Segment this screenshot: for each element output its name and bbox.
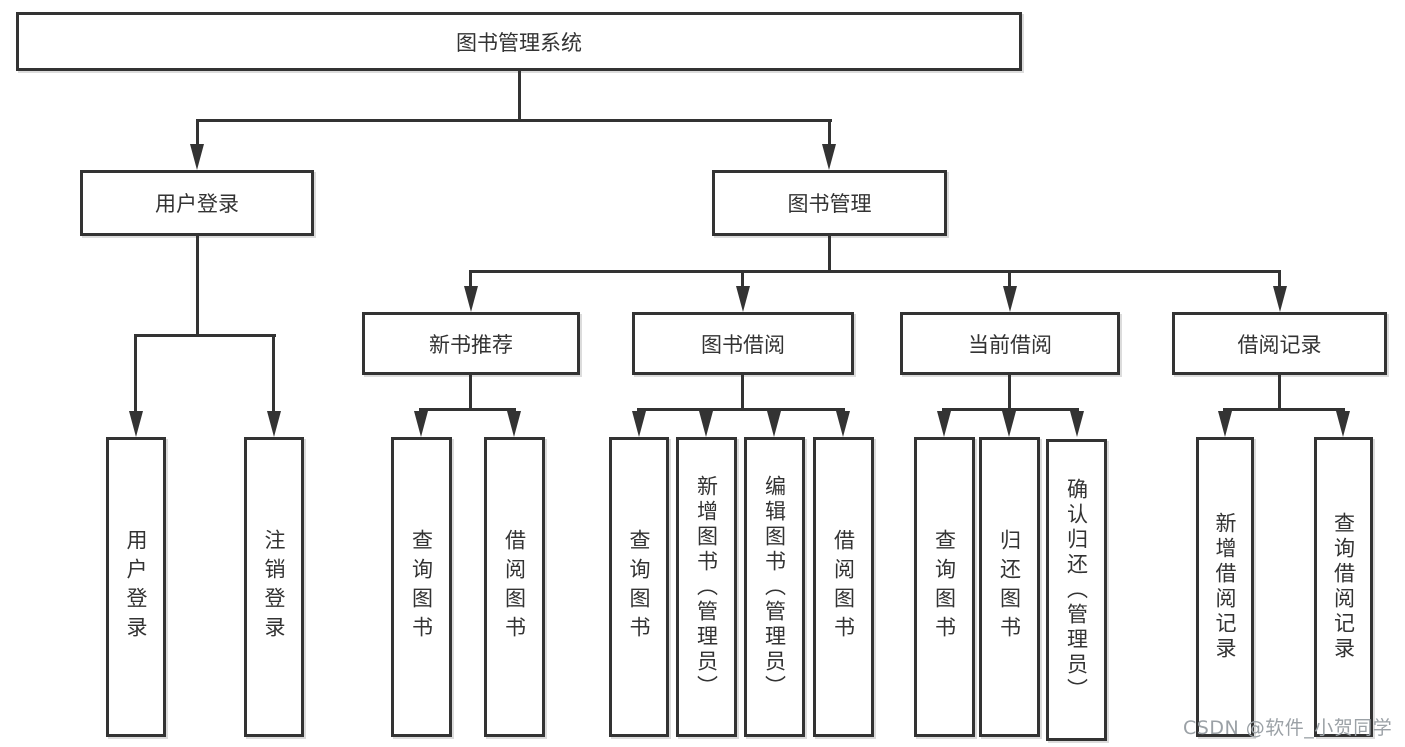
connector-newbook-bar xyxy=(419,408,516,411)
leaf-borrow-book: 借阅图书 xyxy=(813,437,874,737)
connector-drop-borrow-records xyxy=(1278,270,1281,288)
node-library-system: 图书管理系统 xyxy=(16,12,1022,71)
arrowhead-borrow-book-1 xyxy=(507,411,521,437)
leaf-user-login: 用户登录 xyxy=(106,437,166,737)
leaf-borrow-book-recommend: 借阅图书 xyxy=(484,437,545,737)
leaf-query-book-recommend: 查询图书 xyxy=(391,437,452,737)
connector-bookmgmt-stem xyxy=(828,236,831,273)
arrowhead-login-leaf xyxy=(129,411,143,437)
connector-bookborrow-stem xyxy=(741,375,744,411)
connector-newbook-stem xyxy=(469,375,472,411)
arrowhead-book-borrow xyxy=(736,286,750,312)
arrowhead-confirm-return xyxy=(1070,411,1084,437)
connector-userlogin-stem xyxy=(196,236,199,337)
connector-drop-book-borrow xyxy=(741,270,744,288)
leaf-confirm-return-admin: 确认归还（管理员） xyxy=(1046,439,1107,741)
leaf-return-book: 归还图书 xyxy=(979,437,1040,737)
connector-drop-logout-leaf xyxy=(272,334,275,412)
node-book-management: 图书管理 xyxy=(712,170,947,236)
arrowhead-query-book-2 xyxy=(632,411,646,437)
connector-records-stem xyxy=(1278,375,1281,411)
node-user-login: 用户登录 xyxy=(80,170,314,236)
connector-drop-current-borrow xyxy=(1008,270,1011,288)
leaf-query-borrow-record: 查询借阅记录 xyxy=(1314,437,1373,737)
arrowhead-book-mgmt xyxy=(822,144,836,170)
connector-userlogin-bar xyxy=(134,334,276,337)
connector-currentborrow-bar xyxy=(942,408,1079,411)
connector-bookborrow-bar xyxy=(637,408,845,411)
connector-records-bar xyxy=(1223,408,1345,411)
arrowhead-borrow-records xyxy=(1273,286,1287,312)
connector-root-bar xyxy=(196,119,832,122)
arrowhead-query-book-1 xyxy=(414,411,428,437)
connector-currentborrow-stem xyxy=(1008,375,1011,411)
arrowhead-user-login xyxy=(190,144,204,170)
leaf-query-book-current: 查询图书 xyxy=(914,437,975,737)
connector-drop-new-book xyxy=(469,270,472,288)
node-book-borrow: 图书借阅 xyxy=(632,312,854,375)
node-new-book-recommend: 新书推荐 xyxy=(362,312,580,375)
node-current-borrow: 当前借阅 xyxy=(900,312,1120,375)
arrowhead-add-record xyxy=(1218,411,1232,437)
arrowhead-current-borrow xyxy=(1003,286,1017,312)
leaf-add-book-admin: 新增图书（管理员） xyxy=(676,437,737,737)
arrowhead-query-book-3 xyxy=(937,411,951,437)
node-borrow-records: 借阅记录 xyxy=(1172,312,1387,375)
arrowhead-logout-leaf xyxy=(267,411,281,437)
leaf-edit-book-admin: 编辑图书（管理员） xyxy=(744,437,805,737)
arrowhead-edit-book xyxy=(767,411,781,437)
leaf-add-borrow-record: 新增借阅记录 xyxy=(1196,437,1254,737)
arrowhead-borrow-book-2 xyxy=(836,411,850,437)
connector-root-stem xyxy=(518,70,521,121)
arrowhead-new-book xyxy=(464,286,478,312)
connector-drop-book-mgmt xyxy=(828,119,831,147)
connector-drop-user-login xyxy=(196,119,199,147)
csdn-watermark: CSDN @软件_小贺同学 xyxy=(1183,717,1393,739)
leaf-query-book-borrow: 查询图书 xyxy=(609,437,669,737)
connector-bookmgmt-bar xyxy=(469,270,1281,273)
leaf-logout: 注销登录 xyxy=(244,437,304,737)
arrowhead-query-record xyxy=(1336,411,1350,437)
arrowhead-return-book xyxy=(1002,411,1016,437)
arrowhead-add-book xyxy=(699,411,713,437)
connector-drop-login-leaf xyxy=(134,334,137,412)
